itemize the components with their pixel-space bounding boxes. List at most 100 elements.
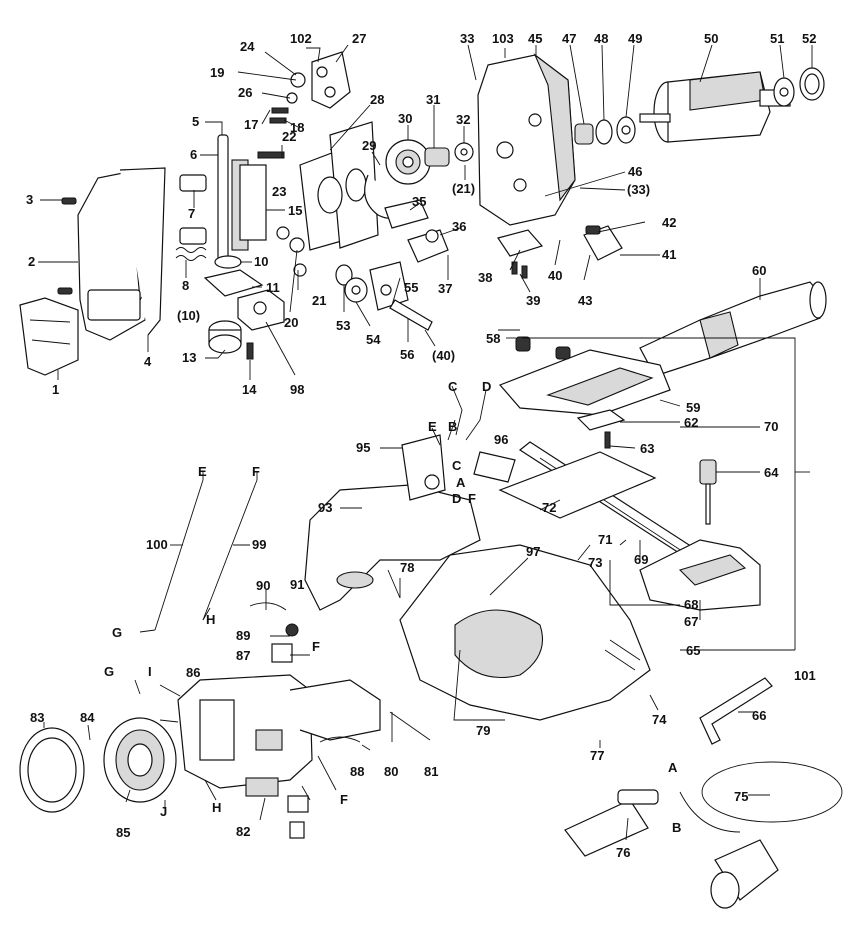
letter-G-motor: G <box>104 664 114 679</box>
plate-38 <box>497 229 544 257</box>
callout-20: 20 <box>284 315 298 330</box>
callout-68: 68 <box>684 597 698 612</box>
callout-11: 11 <box>266 280 280 295</box>
pin-56 <box>389 299 433 331</box>
letter-C-switch: C <box>452 458 462 473</box>
callout-39: 39 <box>526 293 540 308</box>
callout-60: 60 <box>752 263 766 278</box>
callout-88: 88 <box>350 764 364 779</box>
guide-block-7 <box>179 174 207 245</box>
callout-24: 24 <box>240 39 255 54</box>
callout-63: 63 <box>640 441 654 456</box>
callout-38: 38 <box>478 270 492 285</box>
callout-102: 102 <box>290 31 312 46</box>
callout-48: 48 <box>594 31 608 46</box>
letter-F: F <box>252 464 260 479</box>
spring-8 <box>175 247 207 261</box>
washer-20-21 <box>276 226 307 277</box>
callout-84: 84 <box>80 710 95 725</box>
callout-89: 89 <box>236 628 250 643</box>
armature-50 <box>639 71 791 143</box>
callout-45: 45 <box>528 31 542 46</box>
callout-4: 4 <box>144 354 152 369</box>
callout-51: 51 <box>770 31 784 46</box>
callout-42: 42 <box>662 215 676 230</box>
callout-80: 80 <box>384 764 398 779</box>
callout-103: 103 <box>492 31 514 46</box>
hex-key-66 <box>699 677 773 745</box>
callout-21: 21 <box>312 293 326 308</box>
plunger-rod <box>217 134 267 261</box>
callout-6: 6 <box>190 147 197 162</box>
callout-74: 74 <box>652 712 667 727</box>
wire-99 <box>202 479 258 621</box>
base-59 <box>498 336 671 416</box>
callout-49: 49 <box>628 31 642 46</box>
bracket-27 <box>311 51 351 109</box>
callout-15: 15 <box>288 203 302 218</box>
callout-13: 13 <box>182 350 196 365</box>
callout-5: 5 <box>192 114 199 129</box>
switch-41 <box>583 225 623 261</box>
fence-plate-72 <box>498 451 657 519</box>
callout-79: 79 <box>476 723 490 738</box>
callout-26: 26 <box>238 85 252 100</box>
collar-13 <box>208 320 242 354</box>
callout-71: 71 <box>598 532 612 547</box>
callout-55: 55 <box>404 280 418 295</box>
callout-43: 43 <box>578 293 592 308</box>
callout-30: 30 <box>398 111 412 126</box>
callout-10p: (10) <box>177 308 200 323</box>
bearing-47-49 <box>574 116 636 145</box>
callout-95: 95 <box>356 440 370 455</box>
letter-D: D <box>482 379 491 394</box>
callout-22: 22 <box>282 129 296 144</box>
callout-33: 33 <box>460 31 474 46</box>
callout-76: 76 <box>616 845 630 860</box>
small-parts-17-26 <box>257 72 306 159</box>
screw-63 <box>604 431 611 449</box>
callout-77: 77 <box>590 748 604 763</box>
callout-90: 90 <box>256 578 270 593</box>
callout-47: 47 <box>562 31 576 46</box>
callout-70: 70 <box>764 419 778 434</box>
bracket-55 <box>369 261 409 311</box>
tool-body-79 <box>399 544 651 721</box>
washer-32 <box>454 142 474 162</box>
callout-69: 69 <box>634 552 648 567</box>
brush-88 <box>287 736 361 839</box>
callout-56: 56 <box>400 347 414 362</box>
callout-7: 7 <box>188 206 195 221</box>
callout-96: 96 <box>494 432 508 447</box>
callout-28: 28 <box>370 92 384 107</box>
callout-40p: (40) <box>432 348 455 363</box>
callout-83: 83 <box>30 710 44 725</box>
callout-101: 101 <box>794 668 816 683</box>
callout-40: 40 <box>548 268 562 283</box>
callout-91: 91 <box>290 577 304 592</box>
lever-35-37 <box>384 199 449 263</box>
callout-2: 2 <box>28 254 35 269</box>
adaptor-76 <box>564 789 659 857</box>
dust-nozzle-60 <box>639 281 827 377</box>
washer-10 <box>214 255 242 269</box>
callout-72: 72 <box>542 500 556 515</box>
letter-A-switch: A <box>456 475 466 490</box>
callout-32: 32 <box>456 112 470 127</box>
callout-23: 23 <box>272 184 286 199</box>
stator-85 <box>103 717 177 803</box>
callout-21p: (21) <box>452 181 475 196</box>
plate-62 <box>576 409 626 431</box>
callout-29: 29 <box>362 138 376 153</box>
callout-3: 3 <box>26 192 33 207</box>
knob-64 <box>699 459 717 525</box>
letter-I: I <box>148 664 152 679</box>
callout-93: 93 <box>318 500 332 515</box>
callout-33p: (33) <box>627 182 650 197</box>
letter-J: J <box>160 804 167 819</box>
callout-75: 75 <box>734 789 748 804</box>
housing-half-left <box>77 167 166 341</box>
callout-100: 100 <box>146 537 168 552</box>
pinion-31 <box>424 147 450 167</box>
